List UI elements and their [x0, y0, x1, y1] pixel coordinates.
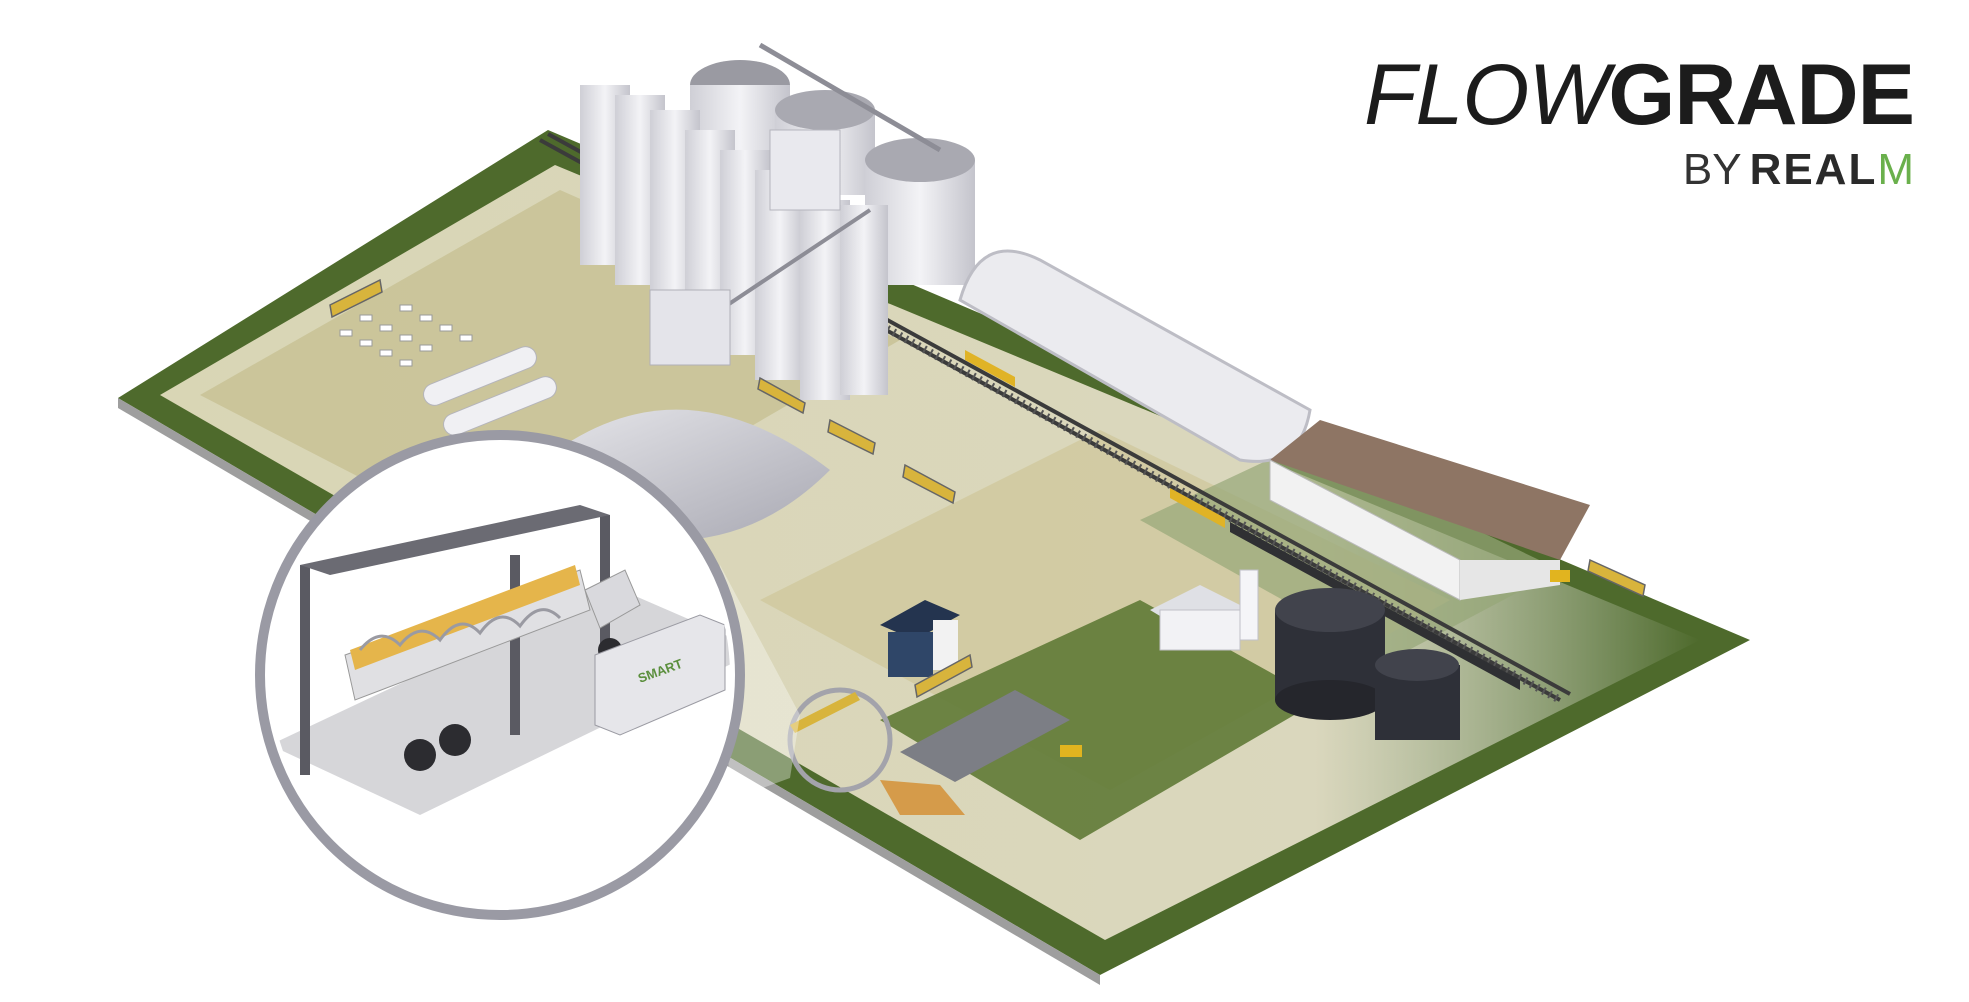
brand-realm-m: M [1877, 145, 1914, 194]
brand-realm-text: REAL [1749, 145, 1878, 194]
brand-flow-text: FLOW [1363, 47, 1609, 143]
propane-tanks [423, 346, 557, 436]
covered-storage-shed [880, 690, 1070, 815]
processing-plant [1150, 569, 1259, 651]
hoop-storage-building [958, 249, 1312, 463]
zoom-connector [720, 565, 800, 800]
silo-icon [580, 42, 975, 400]
brand-grade-text: GRADE [1608, 47, 1915, 143]
brand-by-text: BY [1682, 145, 1742, 194]
loader-icon [1060, 570, 1570, 757]
truck-icon [329, 278, 1646, 699]
scale-house [880, 600, 960, 677]
warehouse-building [1269, 420, 1590, 601]
zoom-inset: SMART [255, 430, 745, 920]
parking-lot [339, 304, 473, 367]
tank-icon [1275, 588, 1460, 740]
probe-station-highlight [787, 687, 893, 793]
brand-wordmark: FLOWGRADE [1364, 52, 1915, 138]
